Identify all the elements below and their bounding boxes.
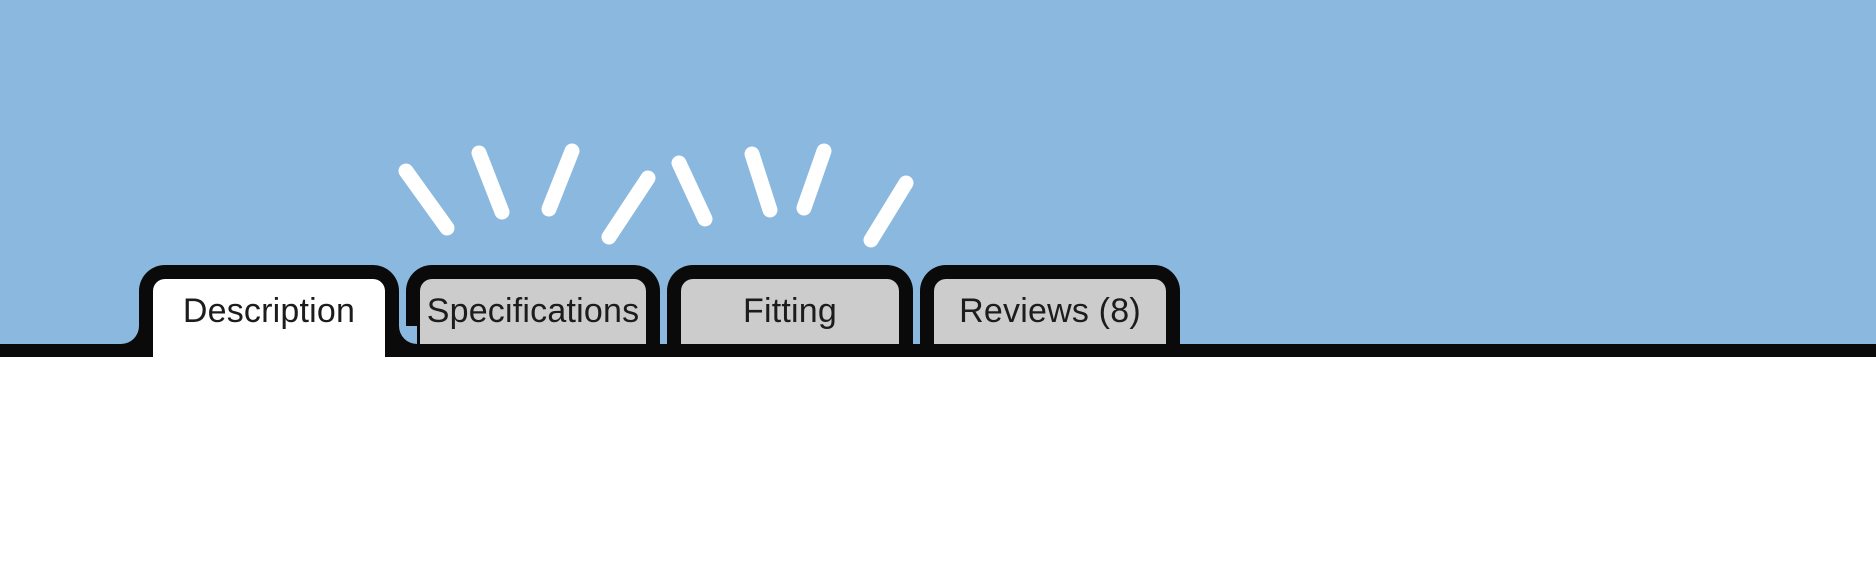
tab-reviews-label: Reviews (8) — [959, 292, 1141, 330]
content-area — [0, 357, 1876, 562]
tab-specifications-label: Specifications — [426, 292, 640, 330]
tab-fitting-label: Fitting — [743, 292, 837, 330]
rule-fillet-left — [121, 326, 139, 344]
tab-reviews[interactable]: Reviews (8) — [920, 265, 1180, 344]
tab-description[interactable]: Description — [139, 265, 399, 357]
tab-description-label: Description — [182, 292, 356, 330]
tab-fitting[interactable]: Fitting — [667, 265, 913, 344]
tab-specifications[interactable]: Specifications — [406, 265, 660, 344]
rule-fillet-right — [399, 326, 417, 344]
